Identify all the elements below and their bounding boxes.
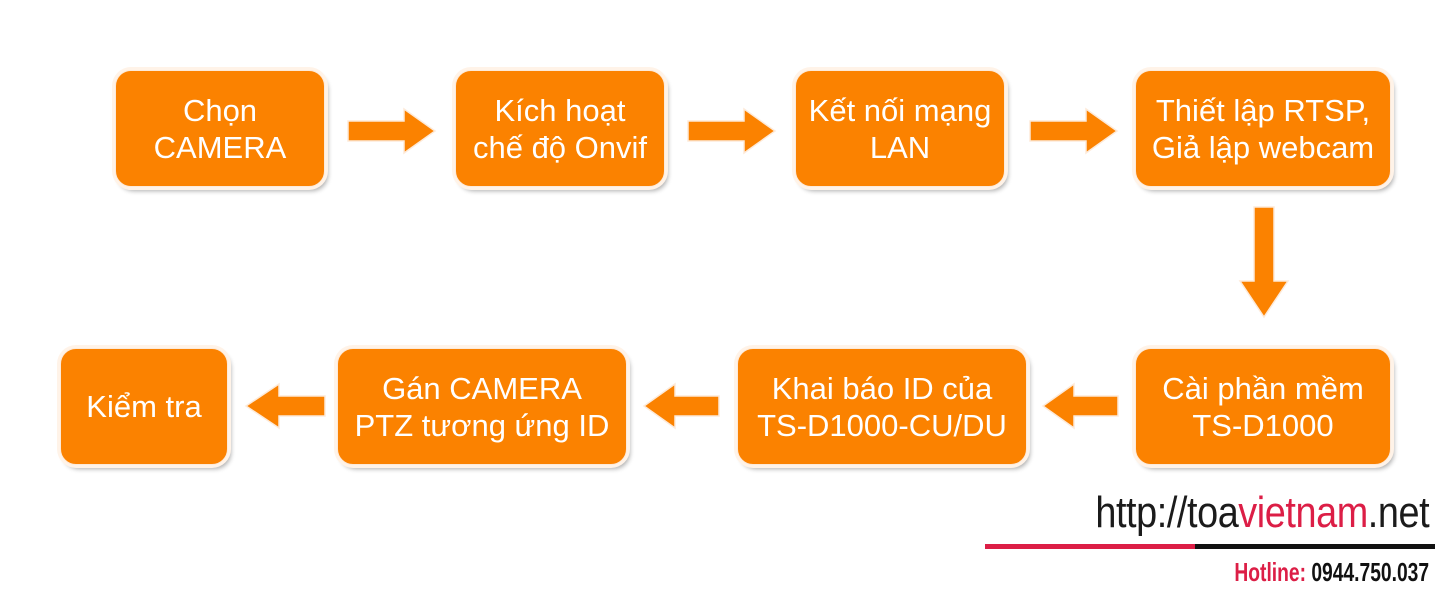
step-kich-hoat-onvif: Kích hoạt chế độ Onvif	[455, 70, 665, 187]
step-gan-camera-ptz: Gán CAMERA PTZ tương ứng ID	[337, 348, 627, 465]
step-cai-phan-mem: Cài phần mềm TS-D1000	[1135, 348, 1391, 465]
arrow-right-1	[347, 107, 437, 155]
arrow-left-1	[1041, 382, 1119, 430]
step-thiet-lap-rtsp: Thiết lập RTSP, Giả lập webcam	[1135, 70, 1391, 187]
hotline: Hotline: 0944.750.037	[1234, 557, 1429, 587]
arrow-right-2	[687, 107, 777, 155]
url-highlight: vietnam	[1238, 488, 1368, 537]
url-prefix: http://toa	[1095, 488, 1239, 537]
brand-underline-red	[985, 544, 1195, 549]
arrow-down	[1238, 206, 1290, 319]
url-suffix: .net	[1367, 488, 1430, 537]
brand-underline-black	[1195, 544, 1435, 549]
step-chon-camera: Chọn CAMERA	[115, 70, 325, 187]
hotline-number: 0944.750.037	[1311, 557, 1429, 587]
step-kiem-tra: Kiểm tra	[60, 348, 228, 465]
step-khai-bao-id: Khai báo ID của TS-D1000-CU/DU	[737, 348, 1027, 465]
hotline-label: Hotline:	[1234, 557, 1306, 587]
step-ket-noi-lan: Kết nối mạng LAN	[795, 70, 1005, 187]
arrow-right-3	[1029, 107, 1119, 155]
arrow-left-3	[244, 382, 326, 430]
arrow-left-2	[642, 382, 720, 430]
website-url[interactable]: http://toavietnam.net	[1095, 488, 1429, 538]
